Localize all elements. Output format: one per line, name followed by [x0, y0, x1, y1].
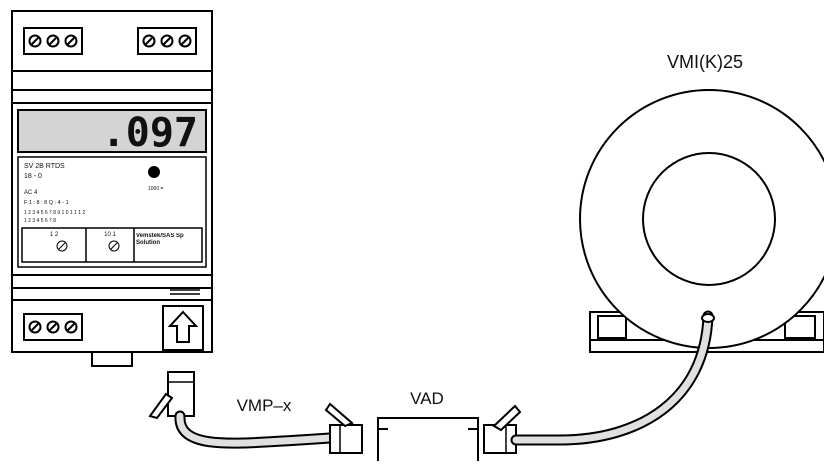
transformer-label: VMI(K)25 — [667, 52, 743, 72]
vmp-cable — [148, 371, 363, 454]
panel-line-3: AC 4 — [24, 190, 38, 196]
toroid-inner — [642, 152, 776, 286]
meter-plug — [167, 371, 195, 417]
adapter-body — [377, 417, 479, 463]
panel-line-1: SV 2B RTDS — [24, 163, 65, 170]
cable-label: VMP–x — [237, 396, 292, 415]
panel-line-2: 18 - 0 — [24, 173, 42, 180]
top-right-terminal-block — [137, 27, 197, 55]
plug-latch — [148, 392, 174, 420]
brand-text: Vemstek/SAS Sp Solution — [136, 233, 184, 246]
panel-line-5: 1 2 3 4 5 6 7 8 9 1 0 1 1 1 2 — [24, 210, 85, 216]
up-arrow-icon — [167, 310, 199, 343]
lcd-value: .097 — [102, 110, 198, 156]
adapter-label: VAD — [410, 389, 444, 408]
top-left-terminal-block — [23, 27, 83, 55]
adapter-right-plug-group — [483, 404, 522, 454]
right-plug-latch — [492, 404, 522, 432]
led-label: 1000 = — [148, 186, 164, 192]
channel-2-label: 10 1 — [104, 232, 116, 238]
lcd-display — [17, 109, 207, 153]
left-plug-latch — [324, 402, 354, 428]
info-label-panel: SV 2B RTDS 18 - 0 1000 = AC 4 F 1 : 8 : … — [17, 156, 207, 268]
panel-line-4: F 1 : 8 : 8 Q : 4 - 1 — [24, 200, 69, 206]
brand-box: Vemstek/SAS Sp Solution — [136, 233, 184, 246]
adapter-left-plug — [329, 424, 363, 454]
current-transformer — [510, 89, 824, 446]
panel-line-6: 1 2 3 4 5 6 7 8 — [24, 218, 56, 224]
vad-adapter — [377, 417, 479, 463]
status-led-icon — [148, 166, 160, 178]
channel-1-label: 1 2 — [50, 232, 59, 238]
bottom-terminal-block — [23, 313, 83, 341]
din-clip — [91, 351, 133, 367]
